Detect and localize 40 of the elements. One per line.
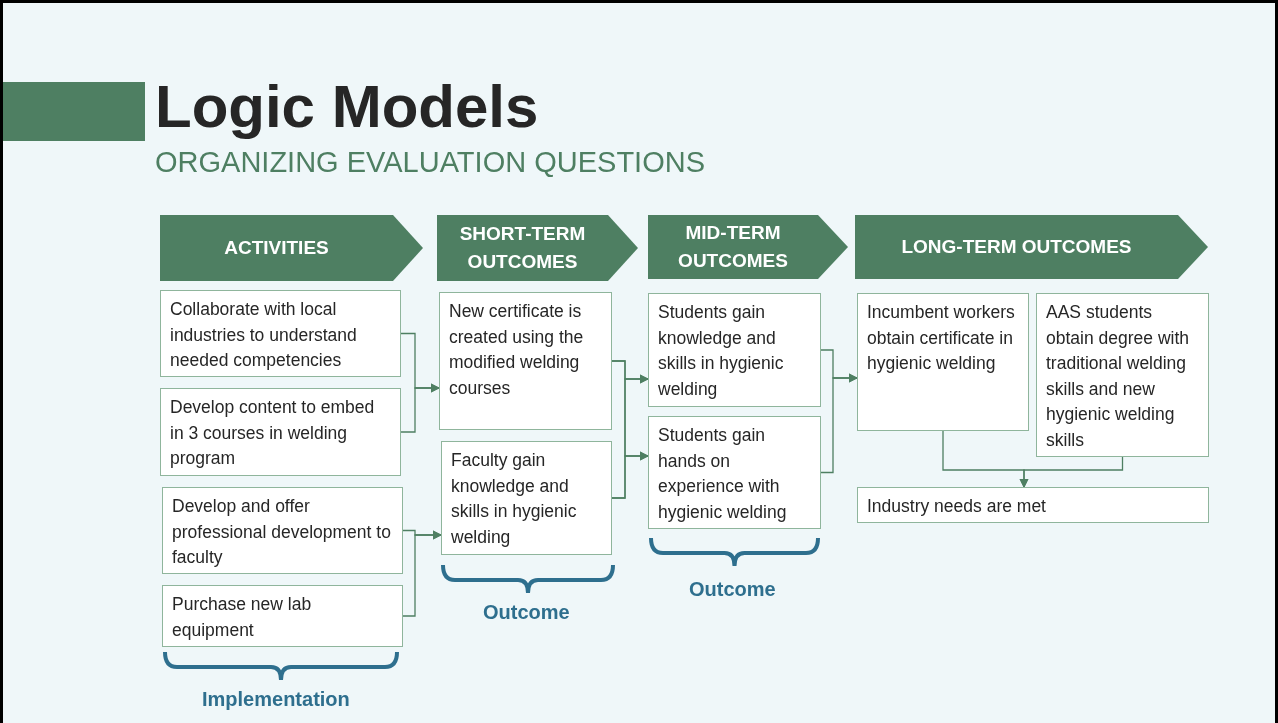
bracket-label: Outcome (483, 601, 570, 624)
stage-title: SHORT-TERM OUTCOMES (458, 222, 587, 274)
column-header-banner (437, 215, 638, 281)
stage-title: LONG-TERM OUTCOMES (901, 235, 1132, 259)
connector-arrow (400, 383, 440, 433)
outcome-text: Purchase new lab equipment (172, 593, 313, 642)
stage-title: ACTIVITIES (224, 236, 329, 260)
outcome-text: Develop and offer professional development to faculty (172, 495, 392, 569)
outcome-text: New certificate is created using the modified welding courses (449, 300, 585, 400)
outcome-box (648, 293, 821, 407)
outcome-text: Develop content to embed in 3 courses in welding program (170, 396, 376, 470)
outcome-text: Faculty gain knowledge and skills in hygienic welding (451, 449, 578, 549)
bracket-label: Implementation (202, 688, 350, 711)
slide-title: Logic Models (155, 72, 539, 141)
outcome-box (160, 290, 401, 377)
connector-arrow (820, 373, 858, 474)
outcome-text: Industry needs are met (867, 495, 1047, 518)
subtitle: ORGANIZING EVALUATION QUESTIONS (155, 146, 705, 179)
column-header-banner (648, 215, 848, 279)
column-header-banner (160, 215, 423, 281)
outcome-box (441, 441, 612, 555)
connector-arrow (402, 530, 442, 617)
outcome-box (857, 487, 1209, 523)
outcome-box (160, 388, 401, 476)
outcome-box (857, 293, 1029, 431)
outcome-box (1036, 293, 1209, 457)
connector-arrow (1019, 456, 1124, 488)
stage-title: MID-TERM OUTCOMES (677, 221, 789, 273)
outcome-box (439, 292, 612, 430)
column-header-banner (855, 215, 1208, 279)
connector-arrow (611, 451, 649, 499)
outcome-box (648, 416, 821, 529)
outcome-text: AAS students obtain degree with traditional welding skills and new hygienic welding skills (1046, 301, 1191, 452)
outcome-text: Collaborate with local industries to understand needed competencies (170, 298, 358, 372)
outcome-text: Students gain knowledge and skills in hygienic welding (658, 301, 785, 401)
bracket-label: Outcome (689, 578, 776, 601)
outcome-box (162, 487, 403, 574)
outcome-box (162, 585, 403, 647)
outcome-text: Incumbent workers obtain certificate in hygienic welding (867, 301, 1016, 375)
outcome-text: Students gain hands on experience with hygienic welding (658, 424, 788, 524)
